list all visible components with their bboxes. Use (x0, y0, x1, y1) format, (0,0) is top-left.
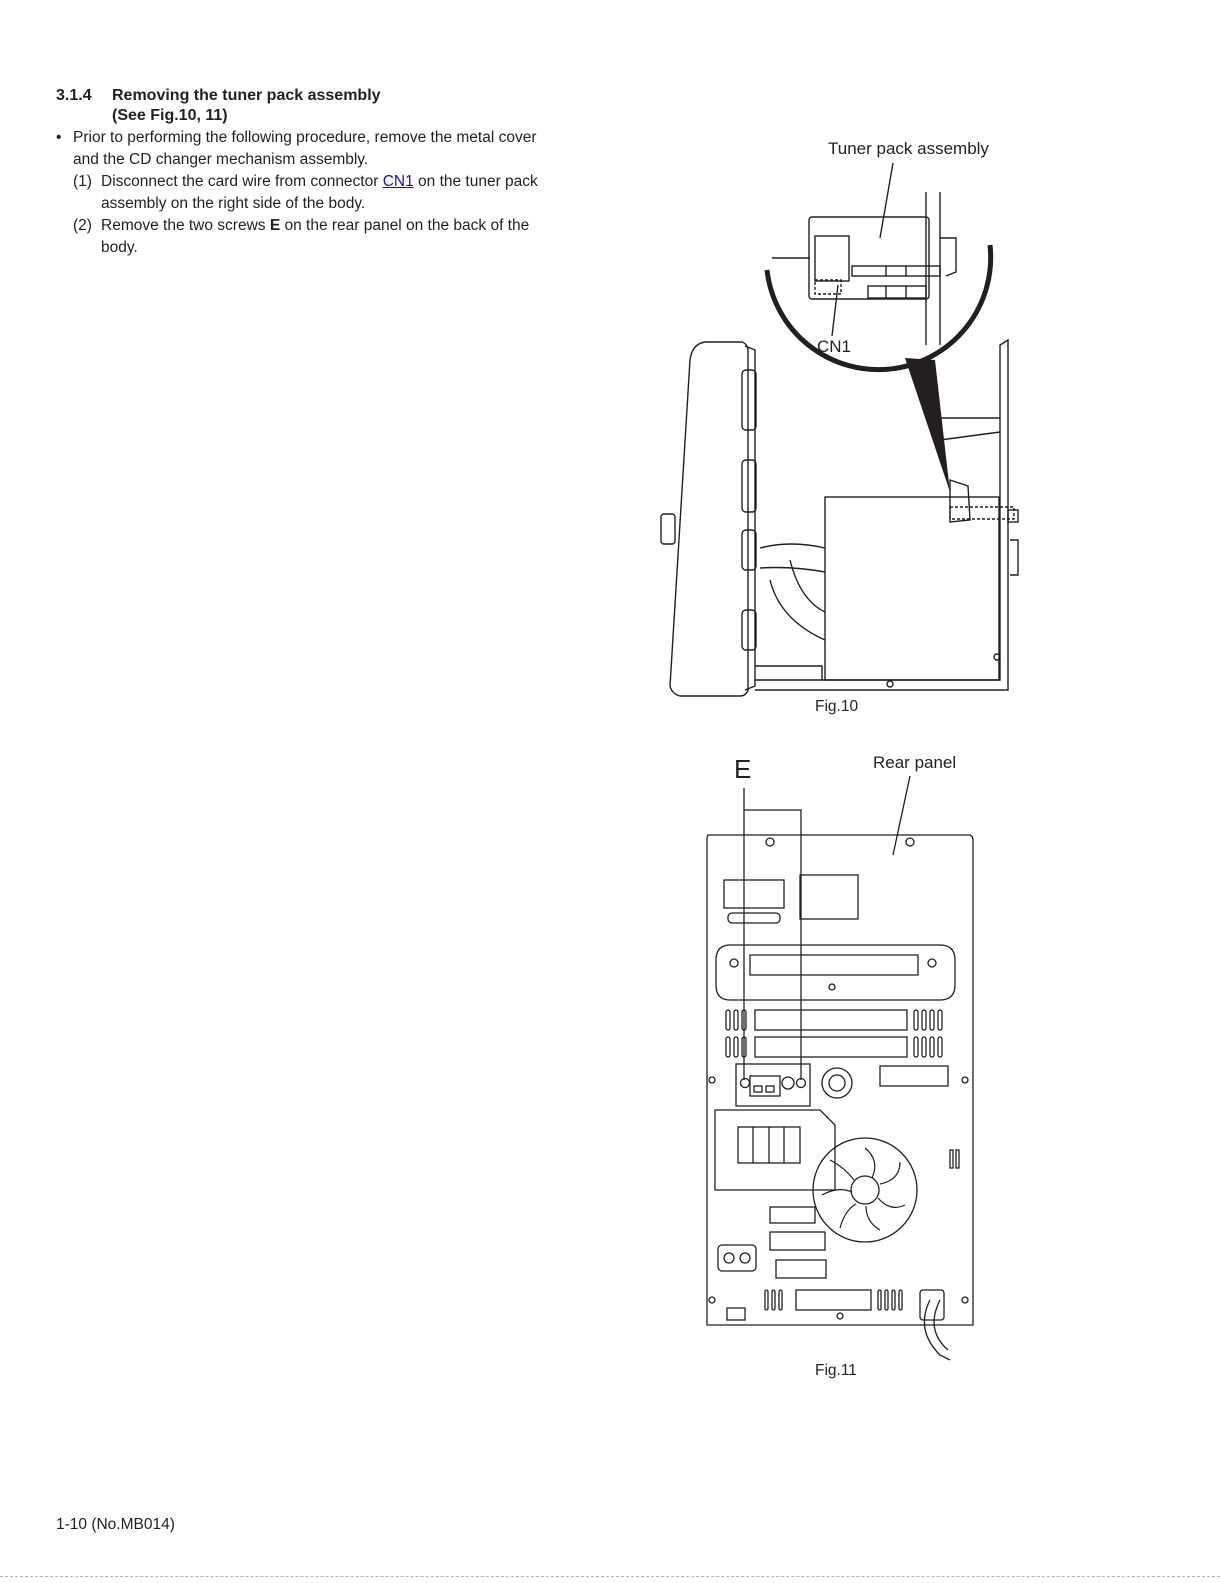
section-title: Removing the tuner pack assembly (112, 87, 381, 104)
step-text: Remove the two screws (101, 217, 270, 234)
step-number: (2) (73, 217, 92, 234)
rear-panel-callout: Rear panel (873, 753, 956, 772)
fig10-caption: Fig.10 (815, 698, 859, 715)
step-text: on the rear panel on the back of the bod… (101, 217, 530, 256)
page-edge-rule (0, 1576, 1220, 1577)
screw-e-label: E (734, 754, 751, 784)
step-number: (1) (73, 173, 92, 190)
cn1-link[interactable]: CN1 (382, 173, 414, 190)
page-footer: 1-10 (No.MB014) (56, 1516, 175, 1533)
screw-ref: E (269, 217, 281, 234)
prerequisite-text: Prior to performing the following proced… (73, 129, 537, 168)
tuner-pack-callout: Tuner pack assembly (828, 139, 989, 158)
step-text: Disconnect the card wire from connector (101, 173, 383, 190)
section-subtitle: (See Fig.10, 11) (112, 107, 228, 124)
fig11-caption: Fig.11 (815, 1362, 857, 1379)
section-number: 3.1.4 (56, 87, 92, 104)
fig10-diagram: Tuner pack assembly CN1 (660, 139, 1019, 697)
fig11-diagram: E Rear panel (706, 753, 974, 1361)
step-text: on the tuner pack assembly on the right … (101, 173, 538, 212)
section-heading: 3.1.4 Removing the tuner pack assembly (S… (56, 86, 381, 126)
bullet-symbol: • (56, 129, 62, 146)
cn1-callout: CN1 (817, 337, 851, 356)
